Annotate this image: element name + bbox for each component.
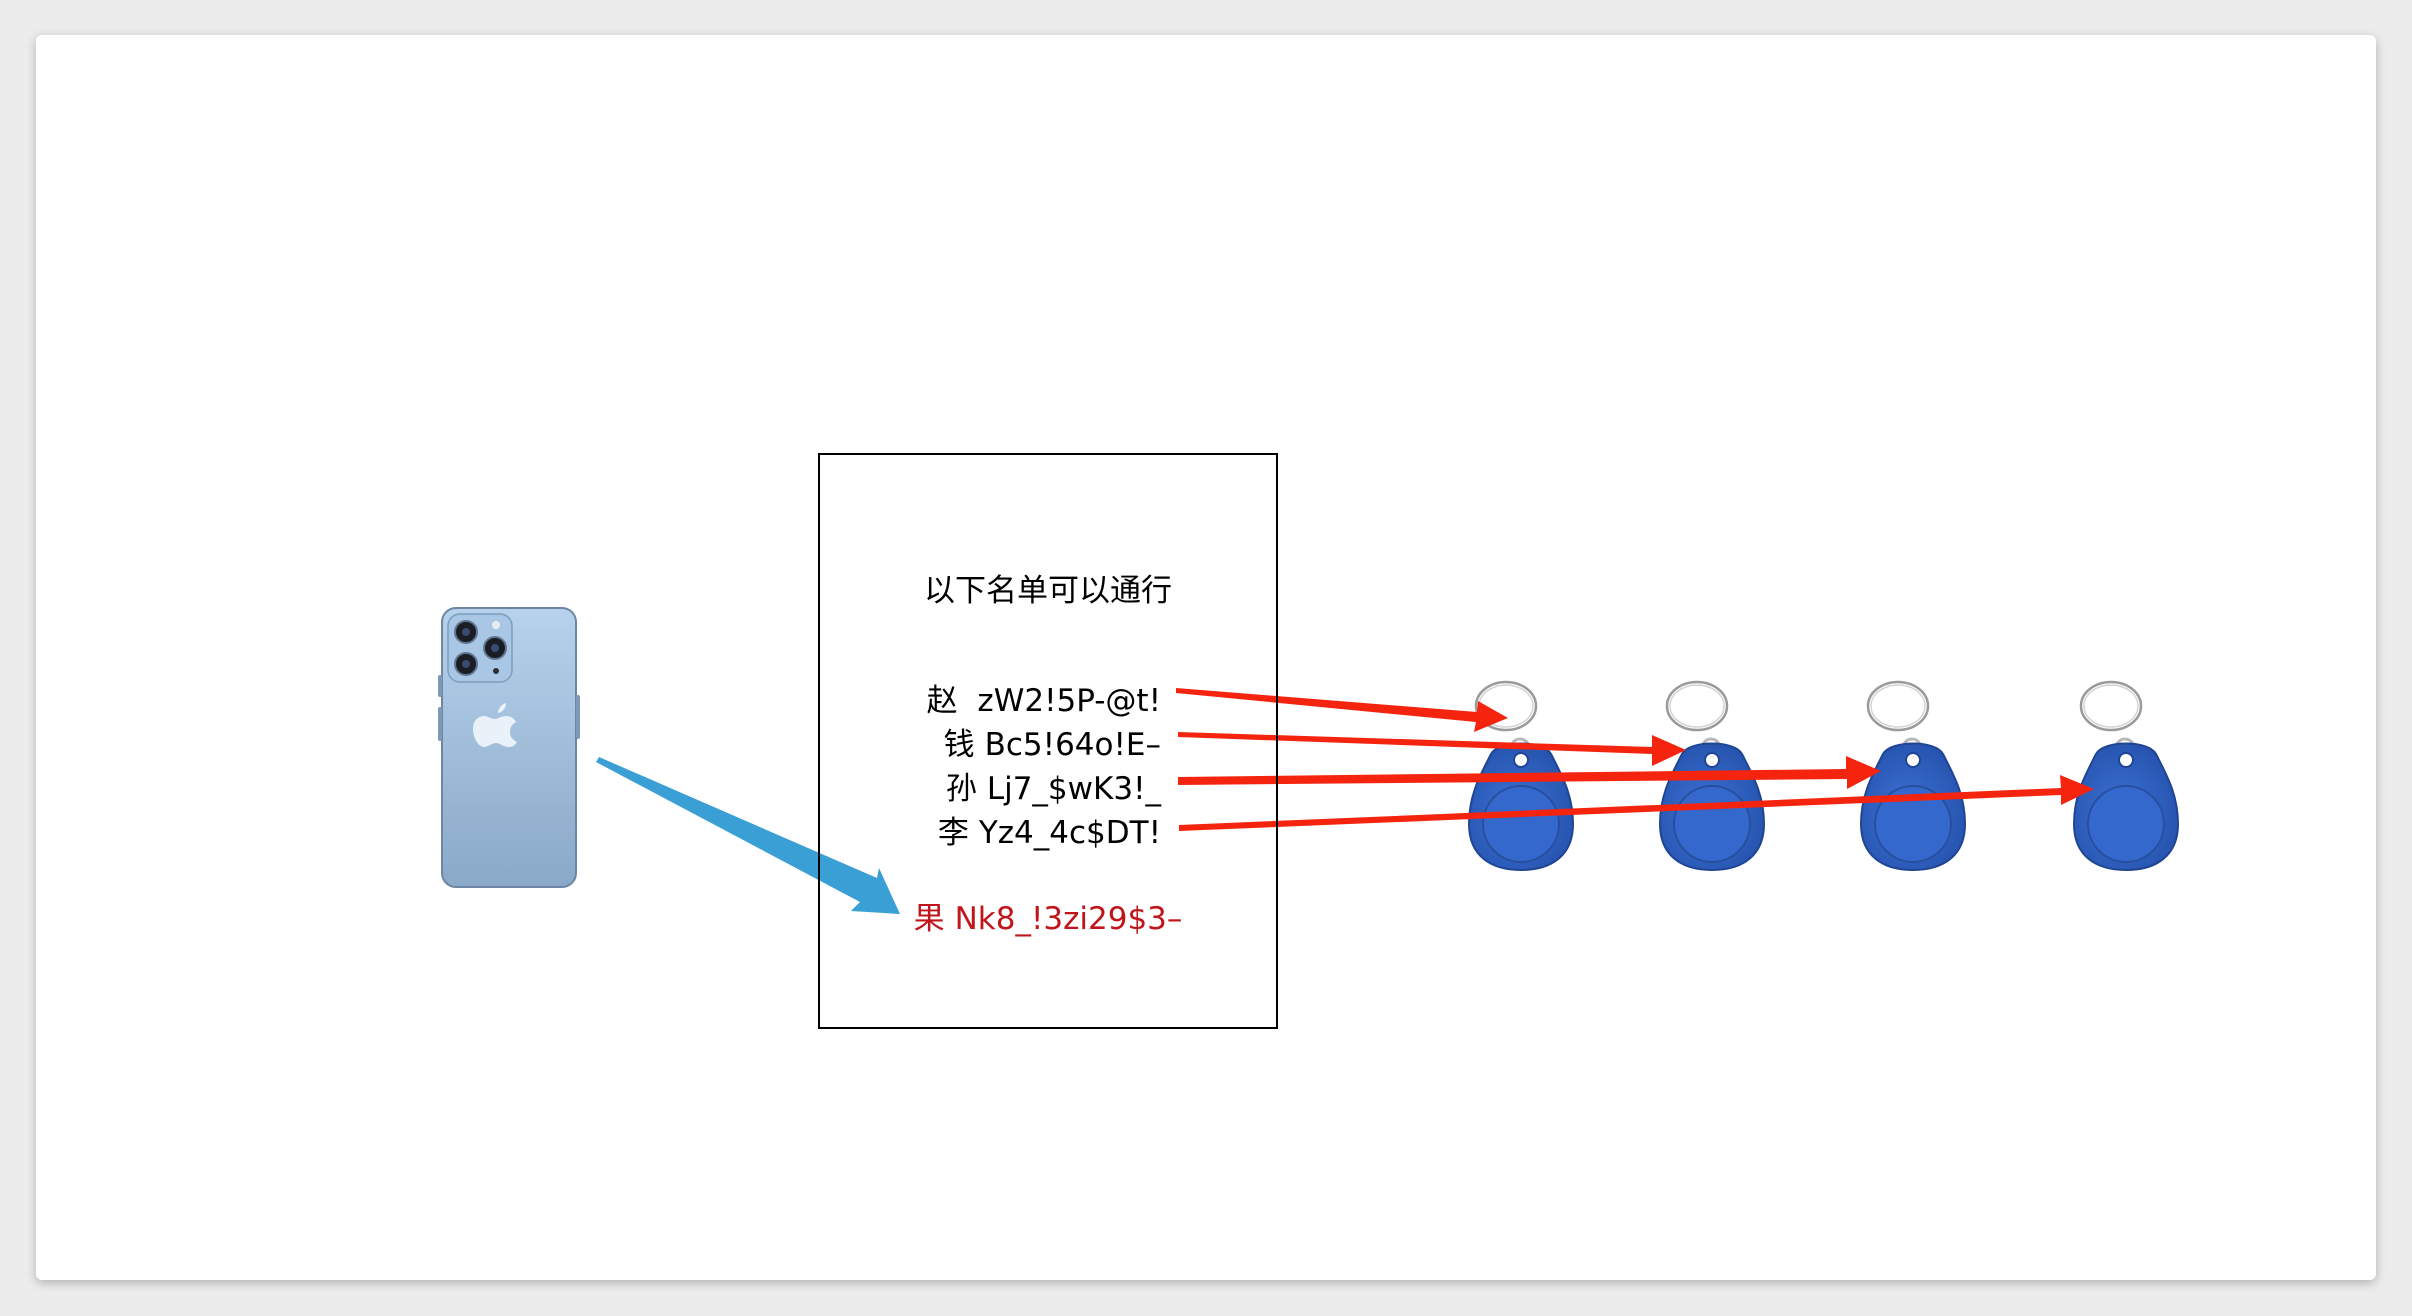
rfid-key-fob-icon [1859,680,1967,872]
rfid-key-fob-icon [2072,680,2180,872]
smartphone-icon [438,607,580,888]
entry-code: zW2!5P-@t! [967,683,1161,719]
entry-code: Lj7_$wK3!_ [986,771,1161,807]
entry-to-fob-arrow [1178,756,1881,789]
entry-code: Bc5!64o!E– [984,727,1161,763]
entry-code: Yz4_4c$DT! [978,815,1161,851]
highlighted-entry-code: Nk8_!3zi29$3– [954,901,1183,937]
apple-logo-icon [473,703,517,747]
phone-to-list-arrow [596,757,900,914]
entry-name: 李 [937,815,969,851]
highlighted-entry-name: 果 [913,901,945,937]
entry-name: 孙 [945,771,977,807]
entry-to-fob-arrow [1176,688,1508,732]
access-list-title: 以下名单可以通行 [924,573,1172,609]
diagram-graphics [438,607,2180,914]
entry-name: 钱 [943,727,975,763]
entry-to-fob-arrow [1178,732,1686,766]
entry-to-fob-arrow [1179,775,2094,831]
list-item: 赵 zW2!5P-@t! [927,679,1161,723]
entry-name: 赵 [926,683,958,719]
